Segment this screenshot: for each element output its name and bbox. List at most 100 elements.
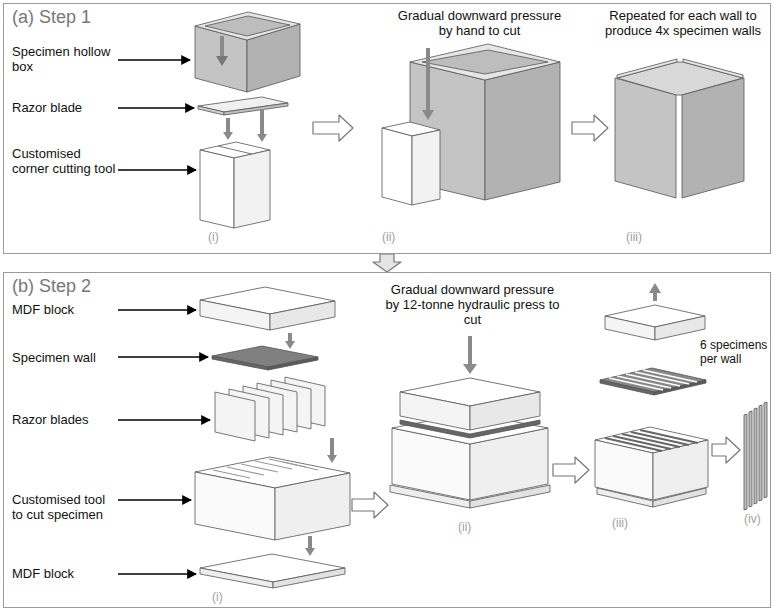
- callout-label: Specimen hollow box: [12, 44, 117, 74]
- specimen-strip: [764, 402, 767, 498]
- leader-arrow: [118, 309, 196, 310]
- guide-arrow-head: [327, 455, 337, 463]
- leader-arrow: [118, 59, 190, 60]
- tool-face: [382, 128, 412, 205]
- specimen-strip: [759, 405, 762, 501]
- panel-title: (a) Step 1: [12, 7, 91, 28]
- callout-label: Customised corner cutting tool: [12, 146, 117, 176]
- razor-blade: [215, 392, 255, 441]
- tool-slot: [218, 146, 252, 154]
- callout-label: Gradual downward pressure by hand to cut: [392, 8, 567, 38]
- callout-label: Repeated for each wall to produce 4x spe…: [598, 8, 768, 38]
- leader-arrow: [118, 107, 194, 108]
- cut-specimen-wall: [600, 368, 706, 392]
- press-arrow: [468, 336, 472, 366]
- wall-top: [683, 59, 743, 78]
- sub-figure-number: (ii): [458, 520, 498, 534]
- guide-arrow-head: [305, 548, 315, 556]
- specimen-strip: [744, 414, 747, 510]
- mdf-block: [470, 485, 550, 508]
- leader-arrow: [118, 419, 210, 420]
- guide-arrow: [308, 536, 312, 549]
- cut-lines: [609, 370, 697, 390]
- tool-face: [412, 130, 440, 205]
- sub-figure-number: (i): [208, 230, 248, 244]
- panel-title: (b) Step 2: [12, 276, 91, 297]
- guide-arrow-head: [223, 132, 233, 140]
- lift-arrow-head: [649, 283, 661, 293]
- sub-figure-number: (iii): [626, 230, 666, 244]
- mdf-block: [653, 488, 706, 507]
- press-arrow: [220, 36, 224, 58]
- box-rim: [195, 12, 300, 40]
- tool-slot: [640, 430, 698, 443]
- specimen-wall: [682, 78, 744, 198]
- step-arrow: [572, 115, 608, 141]
- specimen-wall: [212, 346, 318, 367]
- mdf-block: [605, 316, 655, 340]
- guide-arrow-head: [285, 341, 295, 349]
- leader-arrow: [118, 499, 191, 500]
- mdf-block: [470, 392, 540, 430]
- sub-figure-number: (ii): [382, 230, 422, 244]
- tool-slots: [605, 430, 698, 451]
- mdf-block: [200, 568, 273, 588]
- sub-figure-number: (i): [212, 590, 252, 604]
- callout-label: MDF block: [12, 566, 117, 581]
- callout-label: Razor blades: [12, 412, 117, 427]
- step-arrow: [313, 115, 353, 141]
- tool-slot: [234, 158, 235, 200]
- tool-slots: [213, 459, 318, 478]
- leader-arrow: [118, 169, 196, 170]
- cutting-tool: [275, 473, 350, 540]
- step-arrow: [553, 457, 589, 483]
- guide-arrow: [226, 118, 230, 134]
- mdf-block: [390, 485, 470, 508]
- leader-arrow: [118, 573, 196, 574]
- sub-figure-number: (iii): [612, 516, 652, 530]
- step-panel: (a) Step 1: [3, 3, 771, 254]
- sub-figure-number: (iv): [744, 512, 770, 526]
- guide-arrow: [330, 438, 334, 456]
- mdf-block: [273, 568, 345, 588]
- callout-label: 6 specimens per wall: [700, 338, 770, 366]
- callout-label: Customised tool to cut specimen: [12, 492, 117, 522]
- step-panel: (b) Step 2: [3, 272, 771, 608]
- press-arrow: [426, 48, 430, 112]
- wall-top: [617, 59, 677, 78]
- mdf-block: [200, 300, 270, 330]
- tool-face: [200, 150, 234, 228]
- press-arrow-head: [422, 110, 434, 120]
- callout-label: MDF block: [12, 302, 117, 317]
- tool-slot: [283, 462, 318, 470]
- box-rim: [410, 44, 560, 80]
- mdf-block: [400, 392, 470, 430]
- tool-face: [234, 150, 270, 228]
- box-face: [485, 62, 560, 200]
- step-arrow: [712, 437, 740, 463]
- mdf-block: [597, 488, 653, 507]
- specimen-wall: [615, 78, 676, 198]
- press-arrow-head: [463, 364, 477, 374]
- callout-label: Gradual downward pressure by 12-tonne hy…: [385, 282, 560, 327]
- cutting-tool: [195, 472, 275, 540]
- razor-blade-edge: [198, 106, 224, 115]
- specimen-strip: [754, 408, 757, 504]
- guide-arrow: [288, 333, 292, 342]
- callout-label: Specimen wall: [12, 350, 117, 365]
- guide-arrow: [260, 109, 264, 136]
- mdf-block: [655, 316, 705, 340]
- specimen-wall: [268, 357, 318, 370]
- guide-arrow-head: [257, 134, 267, 142]
- razor-blade-edge: [224, 103, 288, 115]
- step-connector: [373, 254, 401, 272]
- cut-line: [643, 370, 697, 382]
- box-opening: [422, 50, 548, 74]
- step-arrow: [352, 492, 388, 518]
- mdf-block: [270, 301, 335, 330]
- leader-arrow: [118, 356, 208, 357]
- press-arrow-head: [216, 56, 228, 66]
- callout-label: Razor blade: [12, 100, 117, 115]
